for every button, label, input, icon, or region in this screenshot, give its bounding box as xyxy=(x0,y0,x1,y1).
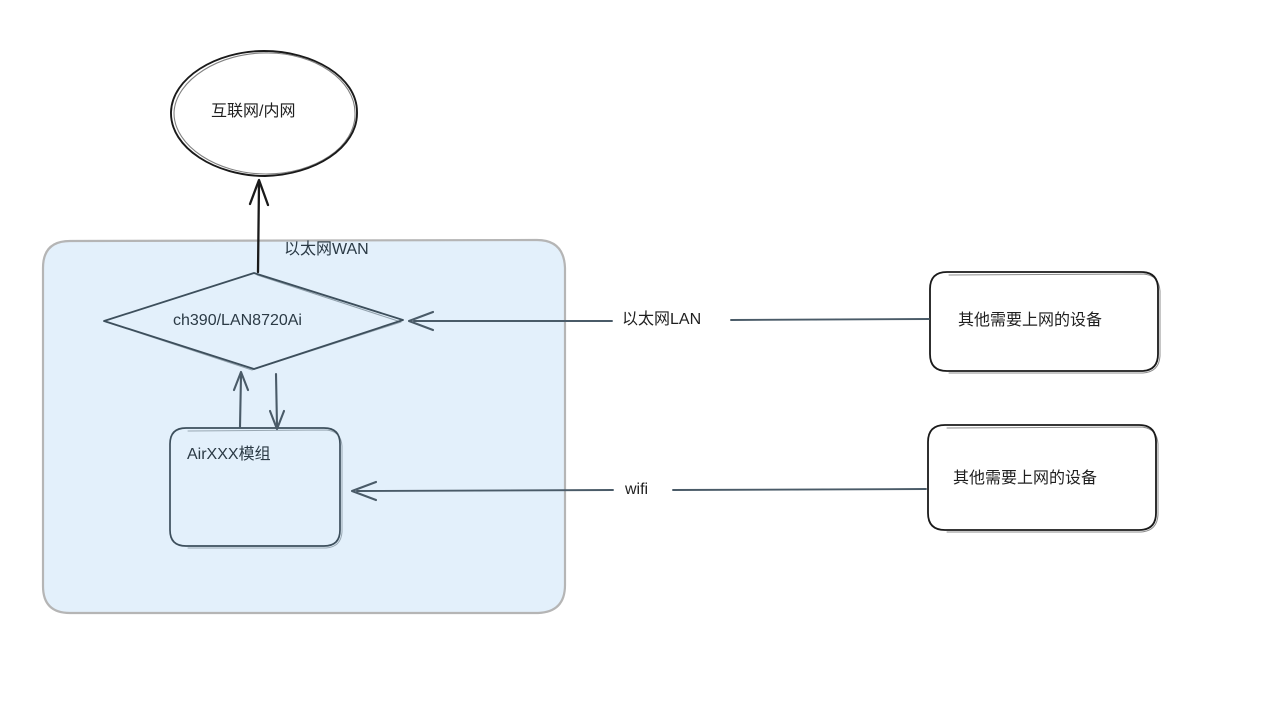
node-device-wifi[interactable] xyxy=(927,424,1159,533)
node-ethernet-chip-diamond[interactable] xyxy=(103,272,404,371)
node-device-lan[interactable] xyxy=(929,271,1161,374)
node-container-panel[interactable] xyxy=(41,238,567,615)
node-internet-ellipse[interactable] xyxy=(170,50,358,177)
edge-module-to-chip-up[interactable] xyxy=(232,370,250,429)
edge-chip-to-module-down[interactable] xyxy=(268,372,286,431)
edge-lan-line[interactable] xyxy=(407,310,930,332)
edge-wan-arrow[interactable] xyxy=(248,178,270,274)
edge-wifi-line[interactable] xyxy=(350,480,927,502)
node-airxxx-module[interactable] xyxy=(169,427,343,549)
